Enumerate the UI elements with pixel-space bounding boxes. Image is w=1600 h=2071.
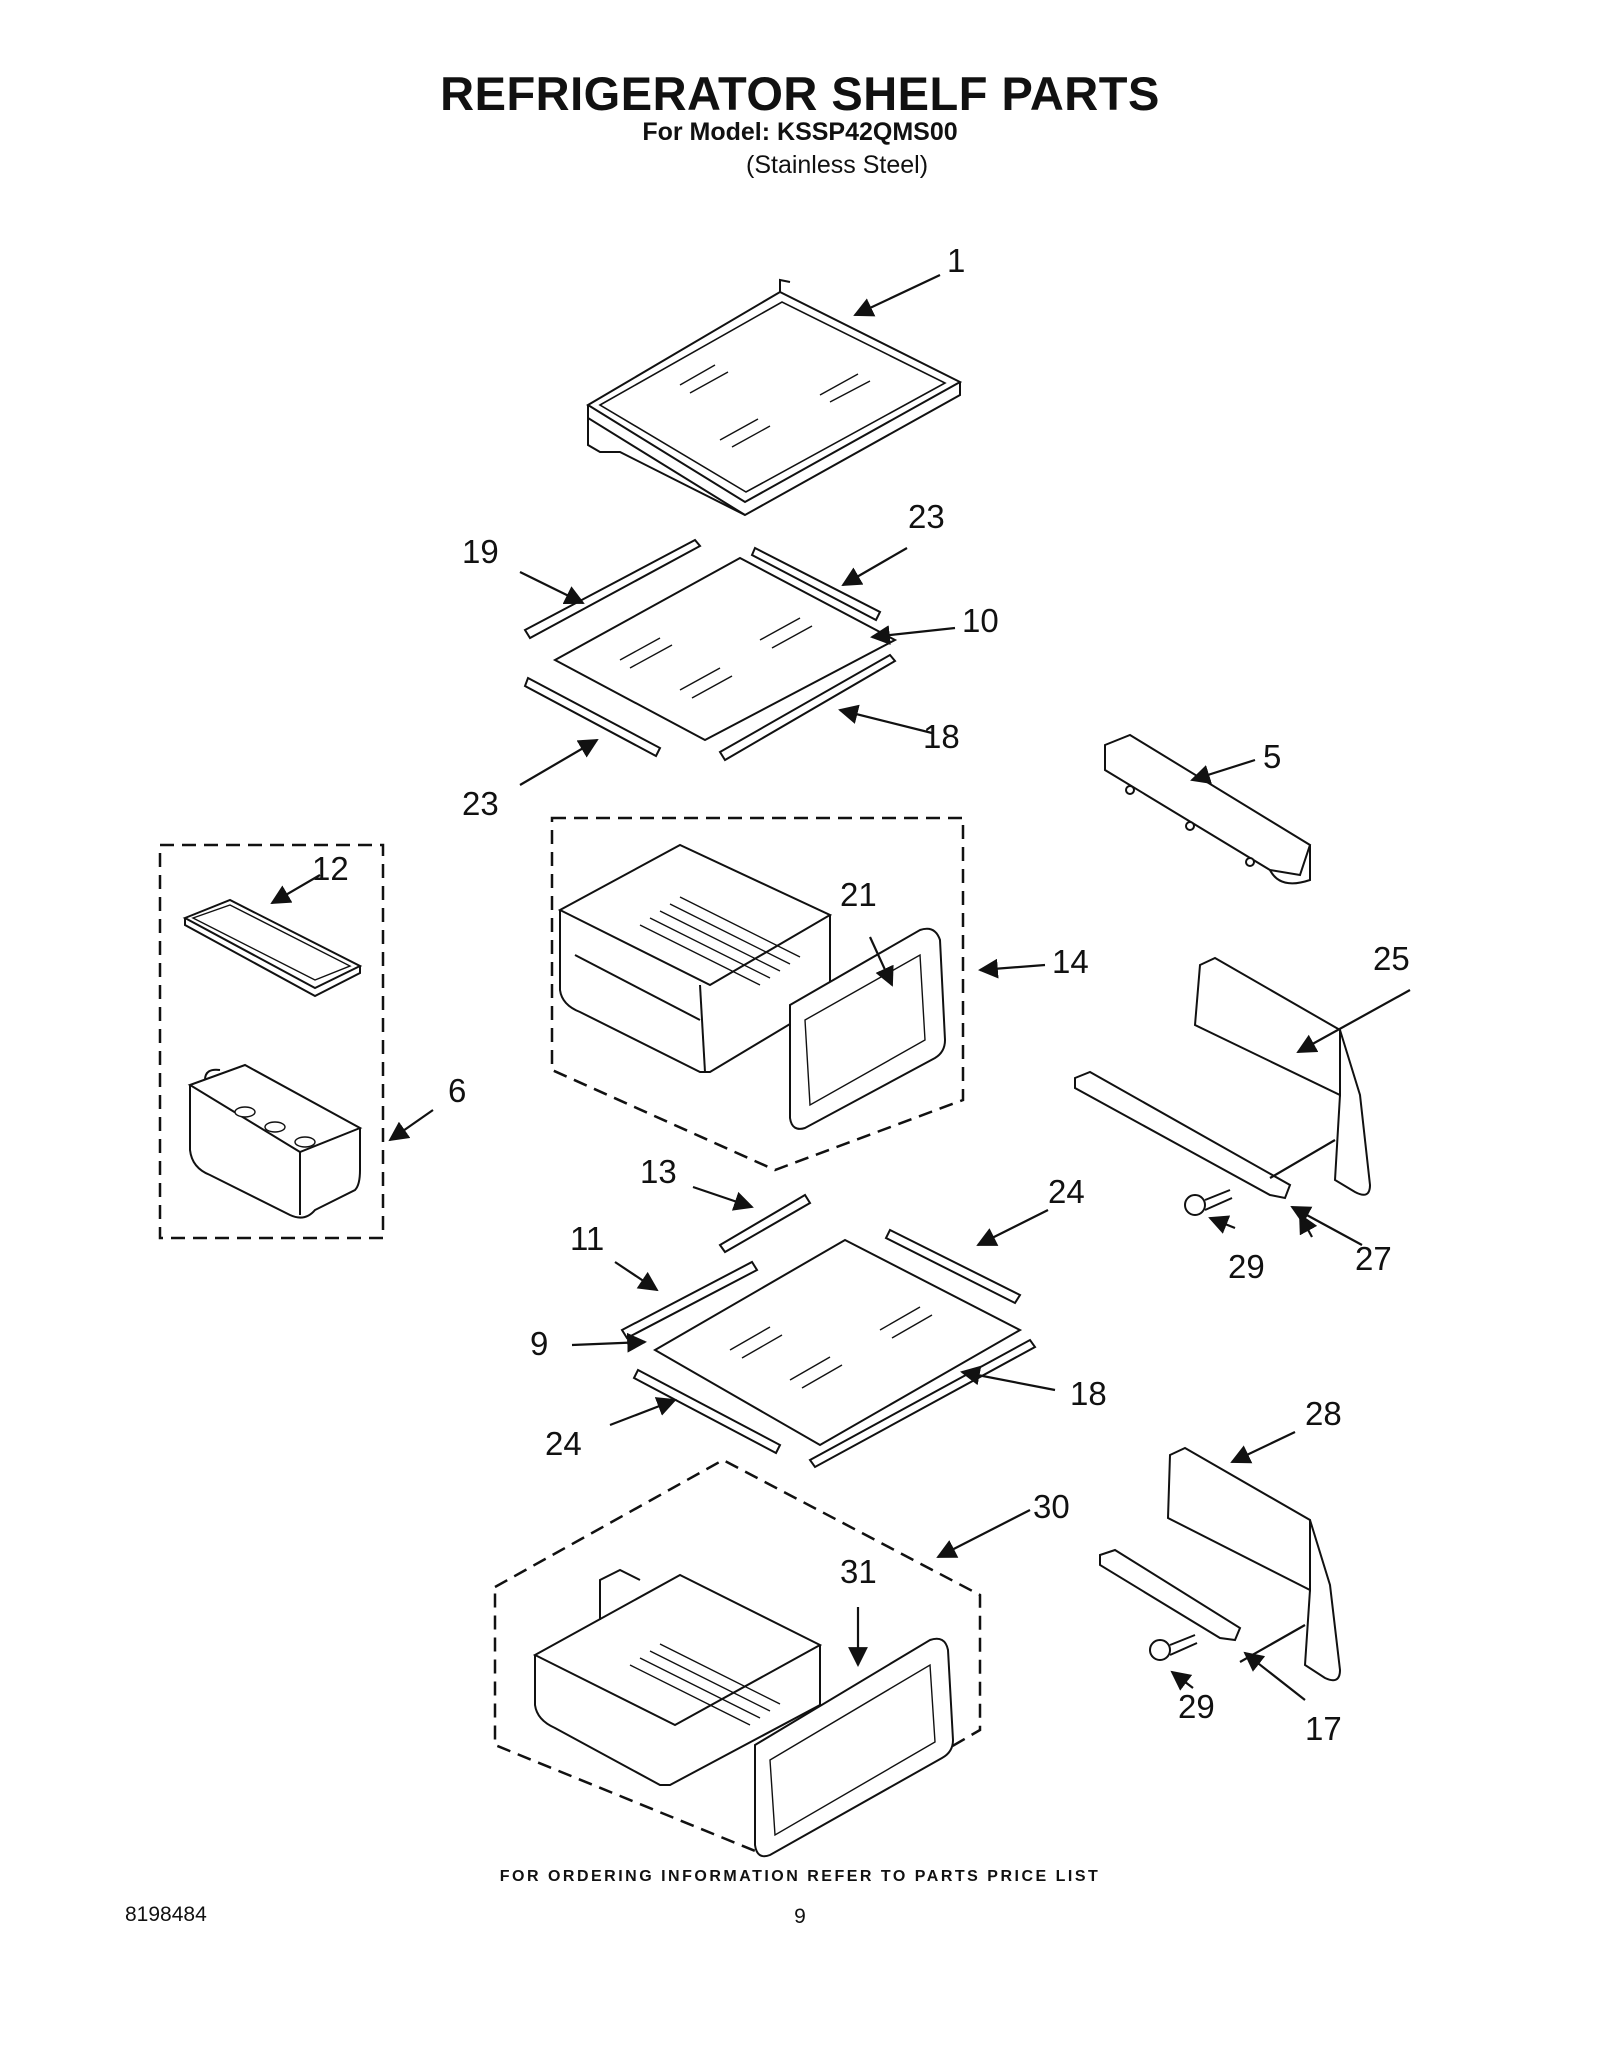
callout-28: 28: [1305, 1395, 1342, 1432]
part-1-shelf-assembly: [586, 278, 963, 517]
callout-19: 19: [462, 533, 499, 570]
callout-5: 5: [1263, 738, 1281, 775]
part-23-trim-back: [750, 546, 882, 622]
dashed-group-box-6-12: [158, 843, 385, 1240]
part-29-screw-upper: [1184, 1189, 1233, 1216]
part-12-cover: [182, 898, 363, 998]
callout-24-upper: 24: [1048, 1173, 1085, 1210]
part-14-crisper-pan: [557, 843, 833, 1073]
callout-18-upper: 18: [923, 718, 960, 755]
part-30-lower-pan: [532, 1568, 823, 1786]
finish-label: (Stainless Steel): [746, 151, 929, 179]
part-24-trim-back: [884, 1228, 1022, 1305]
part-25-slide-bracket: [1193, 956, 1372, 1196]
callout-21: 21: [840, 876, 877, 913]
callout-27: 27: [1355, 1240, 1392, 1277]
callout-17: 17: [1305, 1710, 1342, 1747]
part-23-trim-front: [523, 676, 662, 758]
part-21-crisper-cover: [789, 927, 947, 1130]
part-18-trim: [718, 653, 897, 762]
callout-23-lower: 23: [462, 785, 499, 822]
callout-9: 9: [530, 1325, 548, 1362]
callout-10: 10: [962, 602, 999, 639]
part-28-slide-bracket: [1166, 1446, 1342, 1682]
callout-18-lower: 18: [1070, 1375, 1107, 1412]
callout-30: 30: [1033, 1488, 1070, 1525]
part-31-pan-cover: [754, 1637, 955, 1858]
callout-12: 12: [312, 850, 349, 887]
callout-29-upper: 29: [1228, 1248, 1265, 1285]
part-29-screw-lower: [1149, 1634, 1198, 1661]
callout-11: 11: [570, 1220, 604, 1257]
part-11-trim: [620, 1260, 759, 1340]
callout-29-lower: 29: [1178, 1688, 1215, 1725]
callout-23-upper: 23: [908, 498, 945, 535]
part-24-trim-front: [632, 1368, 782, 1455]
dashed-group-box-30: [493, 1458, 982, 1857]
part-5-channel: [1104, 733, 1312, 885]
model-line: For Model: KSSP42QMS00: [642, 118, 958, 146]
callout-labels: 1 19 23 10 18 23 5 12 21 14 25 6 13 24 1…: [312, 242, 1410, 1747]
part-9-glass-shelf: [653, 1238, 1023, 1447]
dashed-group-box-14: [550, 816, 965, 1172]
page-number: 9: [794, 1905, 806, 1928]
callout-1: 1: [947, 242, 965, 279]
document-number: 8198484: [125, 1903, 207, 1926]
part-27-slide-rail: [1074, 1070, 1292, 1200]
ordering-note: FOR ORDERING INFORMATION REFER TO PARTS …: [499, 1868, 1101, 1885]
part-6-bin: [187, 1063, 363, 1219]
callout-6: 6: [448, 1072, 466, 1109]
leader-arrows: [270, 274, 1411, 1701]
page-title: REFRIGERATOR SHELF PARTS: [440, 67, 1160, 120]
callout-31: 31: [840, 1553, 877, 1590]
callout-24-lower: 24: [545, 1425, 582, 1462]
part-19-trim: [523, 538, 702, 640]
part-13-trim: [718, 1193, 812, 1254]
part-10-glass-shelf: [552, 556, 898, 742]
callout-13: 13: [640, 1153, 677, 1190]
callout-25: 25: [1373, 940, 1410, 977]
callout-14: 14: [1052, 943, 1089, 980]
part-17-slide-rail: [1099, 1548, 1242, 1642]
